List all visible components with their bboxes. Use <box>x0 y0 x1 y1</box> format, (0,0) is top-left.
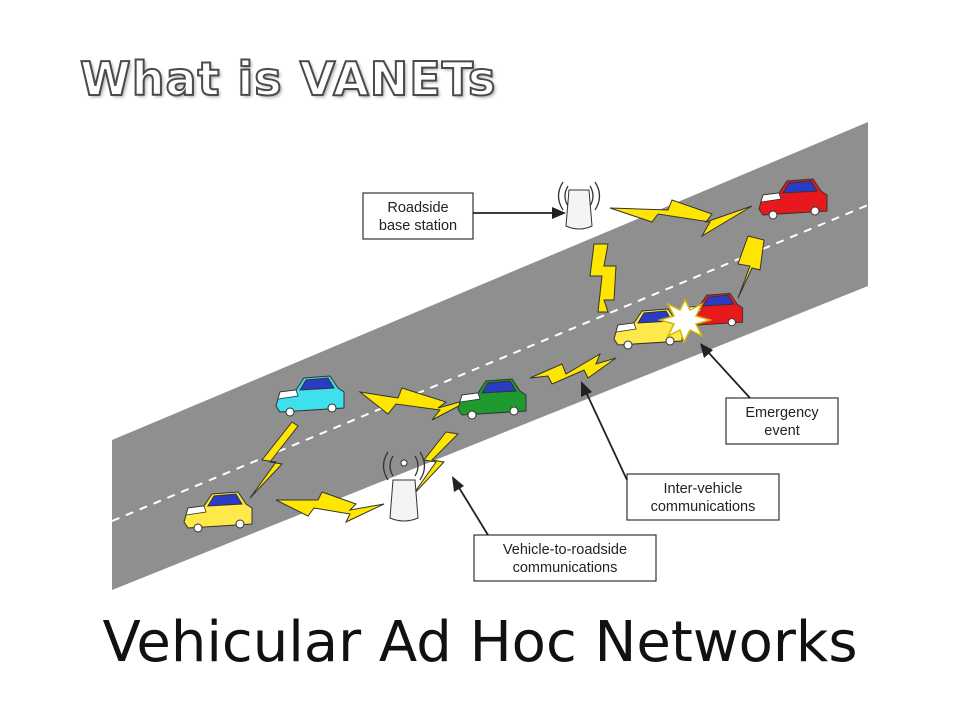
label-line: Inter-vehicle <box>664 481 743 497</box>
label-line: base station <box>379 218 457 234</box>
lightning-icon <box>737 235 765 299</box>
lightning-icon <box>411 431 460 497</box>
lightning-icon <box>249 421 299 499</box>
lightning-icon <box>275 491 385 524</box>
lightning-icon <box>529 352 617 385</box>
road <box>112 122 868 590</box>
label-line: event <box>764 423 799 439</box>
base-station-icon <box>382 451 426 522</box>
slide-title: What is VANETs <box>79 51 497 107</box>
label-line: Vehicle-to-roadside <box>503 542 627 558</box>
label-line: Emergency <box>745 405 819 421</box>
lightning-icon <box>609 199 753 238</box>
label-line: communications <box>513 560 618 576</box>
label-roadside-base-station: Roadside base station <box>362 192 566 240</box>
label-emergency-event: Emergency event <box>700 343 839 445</box>
label-line: communications <box>651 499 756 515</box>
label-inter-vehicle: Inter-vehicle communications <box>581 381 780 521</box>
slide-subtitle: Vehicular Ad Hoc Networks <box>102 610 858 675</box>
base-station-icon <box>557 181 601 230</box>
lightning-icon <box>589 243 617 313</box>
collision-burst-icon <box>657 298 713 344</box>
label-line: Roadside <box>387 200 448 216</box>
label-vehicle-to-roadside: Vehicle-to-roadside communications <box>452 476 657 582</box>
